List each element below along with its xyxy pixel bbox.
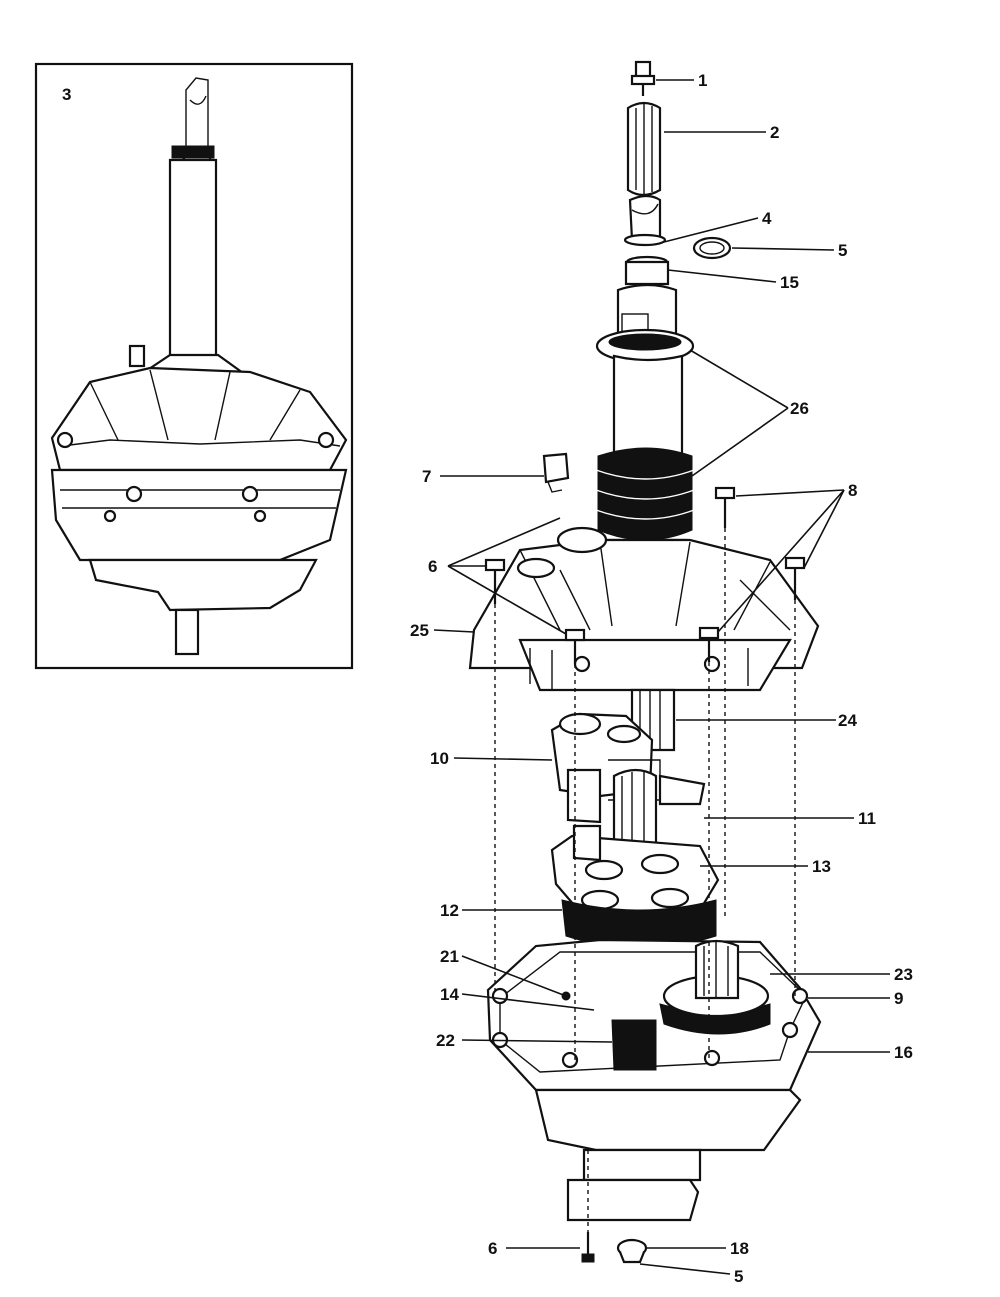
callout-21: 21 [440, 947, 459, 966]
part-1-nut [630, 60, 656, 96]
exploded-view [468, 60, 822, 1264]
callout-14: 14 [440, 985, 459, 1004]
callout-26: 26 [790, 399, 809, 418]
part-18-ring [616, 1238, 648, 1264]
callout-6-top: 6 [428, 557, 437, 576]
callout-24: 24 [838, 711, 857, 730]
callout-5-bottom: 5 [734, 1267, 743, 1286]
part-13-plate [550, 824, 720, 914]
assembled-gearbox-inset: 3 [34, 62, 354, 670]
callout-9: 9 [894, 989, 903, 1008]
callout-16: 16 [894, 1043, 913, 1062]
part-26-upper-ring [595, 328, 695, 462]
callout-6-bottom: 6 [488, 1239, 497, 1258]
part-26-lower-seal [595, 447, 695, 541]
callout-13: 13 [812, 857, 831, 876]
callout-23: 23 [894, 965, 913, 984]
part-6-bottom-bolt [581, 1232, 595, 1263]
callout-25: 25 [410, 621, 429, 640]
callout-10: 10 [430, 749, 449, 768]
callout-12: 12 [440, 901, 459, 920]
upper-shaft [616, 194, 678, 341]
callout-15: 15 [780, 273, 799, 292]
callout-leaders [433, 79, 890, 1275]
part-8-bolts [484, 486, 806, 664]
callout-5: 5 [838, 241, 847, 260]
callout-22: 22 [436, 1031, 455, 1050]
callout-18: 18 [730, 1239, 749, 1258]
callout-labels: 1 2 4 5 15 26 7 8 6 25 24 10 11 13 12 21… [410, 71, 913, 1286]
part-5-ring [692, 236, 732, 260]
callout-4: 4 [762, 209, 772, 228]
callout-1: 1 [698, 71, 707, 90]
callout-11: 11 [858, 809, 876, 828]
part-7-cap [542, 452, 570, 493]
inset-label: 3 [62, 85, 71, 104]
part-2-sleeve [626, 101, 662, 197]
callout-8: 8 [848, 481, 857, 500]
callout-2: 2 [770, 123, 779, 142]
callout-7: 7 [422, 467, 431, 486]
lower-housing [486, 938, 822, 1222]
part-25-upper-housing [468, 526, 820, 692]
